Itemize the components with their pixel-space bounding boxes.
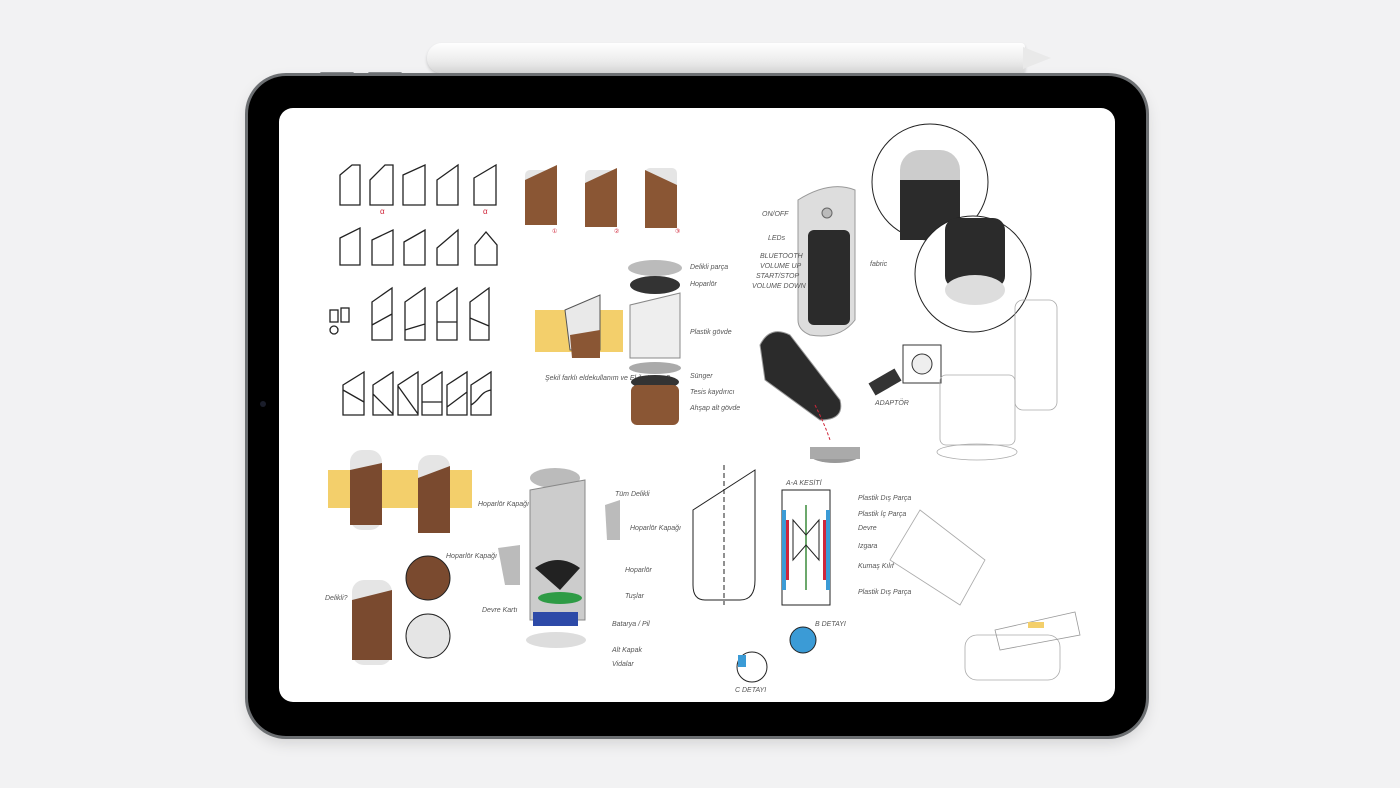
part-label: Batarya / Pil [612, 621, 650, 628]
volume-down-button[interactable] [368, 72, 402, 75]
tablet-screen: α α ① ② ③ Şekil farklı eldekullanım ve E… [279, 108, 1115, 702]
alpha-mark: α [380, 207, 385, 216]
part-label: Vidalar [612, 661, 634, 668]
part-label: Devre Kartı [482, 607, 517, 614]
alpha-mark: α [483, 207, 488, 216]
note-label: Hoparlör Kapağı [446, 553, 497, 560]
sketch-canvas: α α ① ② ③ Şekil farklı eldekullanım ve E… [325, 123, 1081, 694]
adapter-plug [868, 368, 902, 396]
callout-label: ON/OFF [762, 211, 789, 218]
stylus-tip [1023, 47, 1051, 69]
wood-variant-sketches [525, 165, 677, 228]
part-label: Hoparlör Kapağı [630, 525, 681, 532]
variant-label: ③ [675, 228, 680, 235]
section-label: Kumaş Kılıf [858, 563, 895, 570]
section-label: Izgara [858, 543, 878, 550]
callout-label: LEDs [768, 235, 786, 242]
part-label: Plastik gövde [690, 329, 732, 336]
tilted-speaker [759, 331, 842, 421]
part-label: Tüm Delikli [615, 491, 650, 498]
yellow-highlight [328, 470, 472, 508]
part-label: Alt Kapak [611, 647, 642, 654]
part-label: Tesis kaydırıcı [690, 389, 735, 396]
variant-label: ① [552, 228, 557, 235]
section-label: Plastik Dış Parça [858, 495, 911, 502]
detail-b-label: B DETAYI [815, 621, 846, 628]
exploded-view-1 [628, 260, 682, 425]
front-camera [260, 401, 266, 407]
callout-label: START/STOP [756, 273, 800, 280]
detail-circle-base [405, 613, 451, 659]
adapter-label: ADAPTÖR [874, 399, 909, 407]
speaker-render [797, 186, 856, 337]
section-view [781, 489, 831, 606]
part-label: Delikli parça [690, 264, 728, 271]
note-label: Hoparlör Kapağı [478, 501, 529, 508]
section-title: A-A KESİTİ [785, 479, 823, 487]
note-label: Delikli? [325, 595, 348, 602]
section-label: Devre [858, 525, 877, 532]
form-studies [329, 163, 498, 416]
callout-label: VOLUME UP [760, 263, 802, 270]
part-label: Ahşap alt gövde [689, 405, 740, 412]
part-label: Hoparlör [690, 281, 718, 288]
profile-outline [692, 469, 756, 601]
part-label: Sünger [690, 373, 713, 380]
callout-label: VOLUME DOWN [752, 283, 807, 290]
charging-indicator [1028, 622, 1044, 628]
ergonomics-note: Şekil farklı eldekullanım ve El ile tema… [545, 375, 670, 382]
detail-b-circle [789, 626, 817, 654]
wireless-charging-sketch [889, 509, 1081, 681]
section-label: Plastik Dış Parça [858, 589, 911, 596]
stylus-pencil [427, 43, 1025, 73]
pencil-speaker-sketch [936, 299, 1058, 461]
detail-circle-buttons [405, 555, 451, 601]
part-label: Tuşlar [625, 593, 645, 600]
detail-c-label: C DETAYI [735, 687, 766, 694]
variant-label: ② [614, 228, 619, 235]
part-label: Hoparlör [625, 567, 653, 574]
section-label: Plastik İç Parça [858, 510, 906, 518]
exploded-view-2 [498, 468, 620, 648]
volume-up-button[interactable] [320, 72, 354, 75]
callout-label: BLUETOOTH [760, 253, 804, 260]
callout-label: fabric [870, 261, 888, 268]
